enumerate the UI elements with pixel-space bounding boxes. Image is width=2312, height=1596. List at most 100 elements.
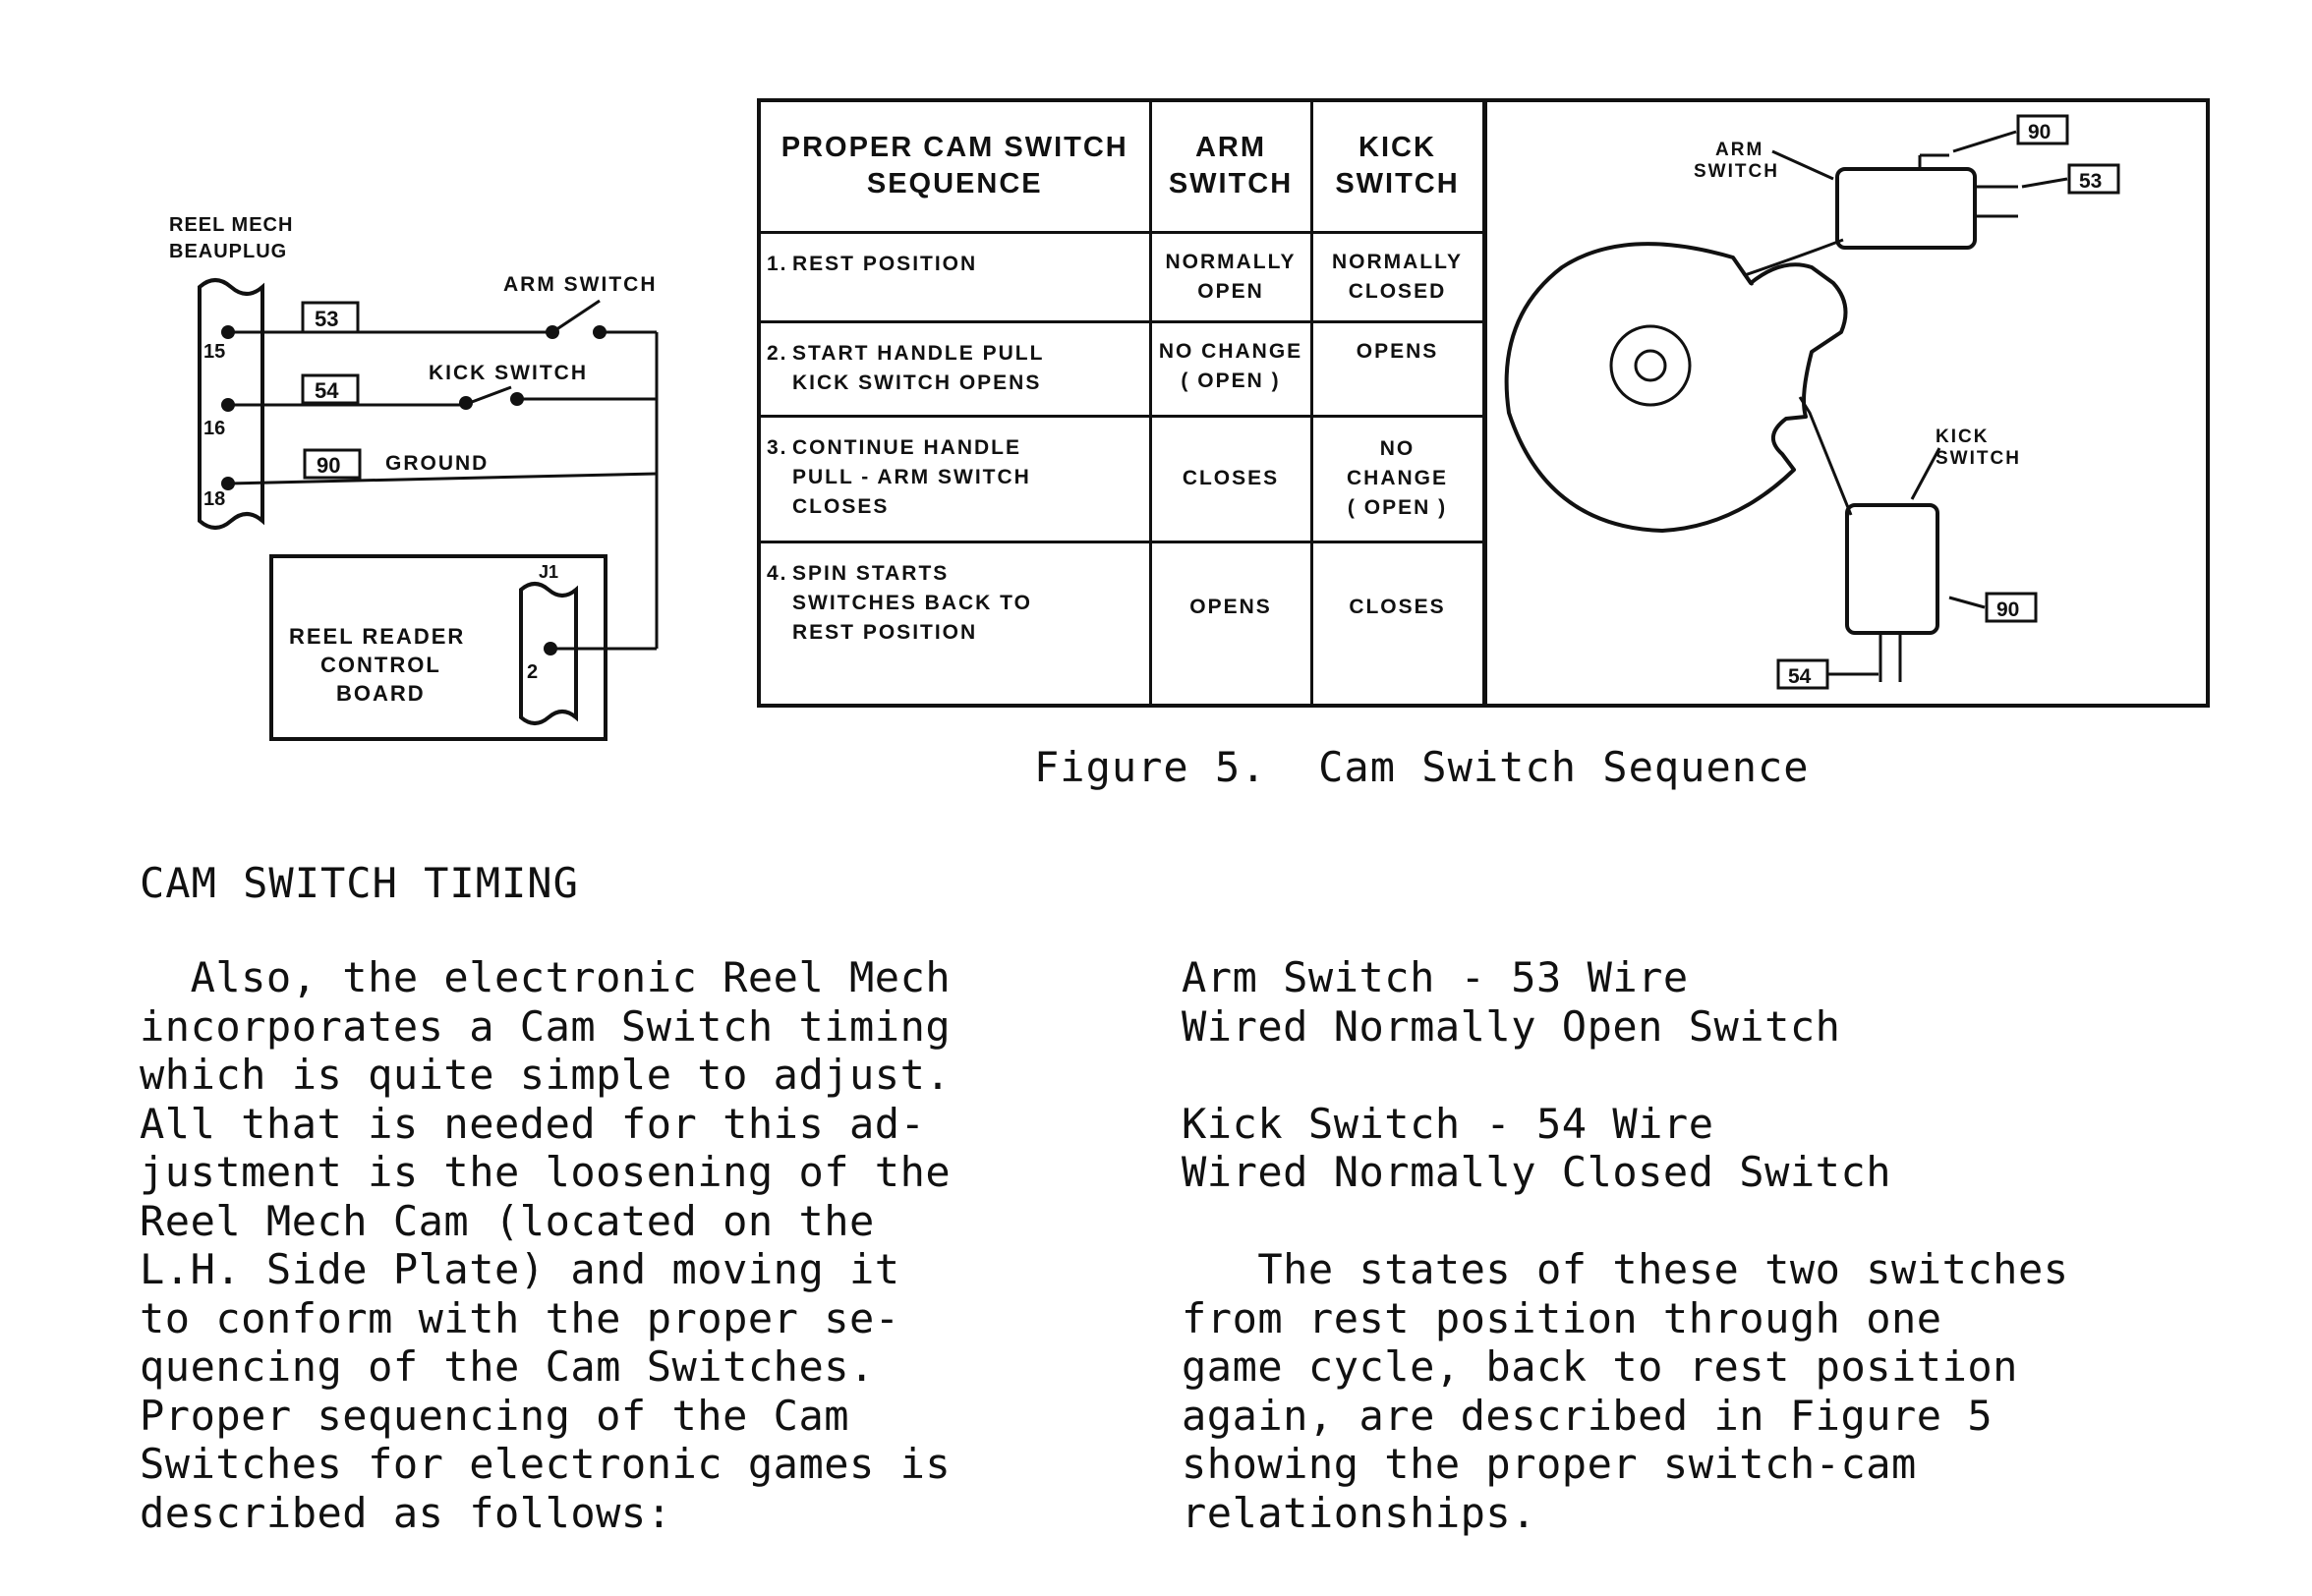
arm-switch-spec-line2: Wired Normally Open Switch <box>1182 1001 1841 1051</box>
kick-switch-contact-b <box>510 392 524 406</box>
board-label-line1: REEL READER <box>289 624 465 649</box>
wire-53-label: 53 <box>315 307 338 331</box>
cam-hub-outer <box>1609 324 1692 407</box>
kick-switch-spec-line1: Kick Switch - 54 Wire <box>1182 1099 1714 1148</box>
plug-label-line2: BEAUPLUG <box>169 241 287 262</box>
arm-switch-spec-line1: Arm Switch - 53 Wire <box>1182 953 1689 1001</box>
kick-label-arrow <box>1910 447 1941 500</box>
left-paragraph: Also, the electronic Reel Mech incorpora… <box>140 953 951 1537</box>
j1-label: J1 <box>539 562 558 582</box>
right-paragraph-line: game cycle, back to rest position <box>1182 1342 2018 1391</box>
left-paragraph-line: Proper sequencing of the Cam <box>140 1391 850 1440</box>
pin-16-label: 16 <box>203 418 225 439</box>
tag-54-label: 54 <box>1788 665 1812 688</box>
section-heading: CAM SWITCH TIMING <box>140 859 579 907</box>
tag-54 <box>1776 658 1829 690</box>
cam-diagram: ARM SWITCH 90 53 KICK SWITCH 90 <box>1504 114 2120 690</box>
arm-state-cell: NO CHANGE( OPEN ) <box>1148 319 1313 418</box>
tag-90-kick-arrow <box>1948 596 1986 609</box>
left-paragraph-line: described as follows: <box>140 1488 672 1537</box>
wire-54-label: 54 <box>315 378 339 403</box>
kick-state-cell: OPENS <box>1309 319 1485 418</box>
left-paragraph-line: Switches for electronic games is <box>140 1440 952 1488</box>
kick-switch-body <box>1845 503 1939 635</box>
left-paragraph-line: Also, the electronic Reel Mech <box>140 953 952 1001</box>
tag-90-arm <box>2016 114 2069 145</box>
right-column: Arm Switch - 53 Wire Wired Normally Open… <box>1182 953 2069 1537</box>
left-paragraph-line: to conform with the proper se- <box>140 1293 900 1342</box>
wiring-schematic: REEL MECH BEAUPLUG 15 16 18 53 ARM SWITC… <box>169 214 659 741</box>
right-paragraph-line: showing the proper switch-cam <box>1182 1440 1917 1488</box>
wire-90 <box>227 472 658 485</box>
arm-state-cell: CLOSES <box>1148 414 1313 543</box>
right-paragraph-line: The states of these two switches <box>1182 1245 2069 1293</box>
left-paragraph-line: justment is the loosening of the <box>140 1148 952 1196</box>
kick-switch-lever <box>1798 396 1853 516</box>
right-paragraph-line: from rest position through one <box>1182 1293 1942 1342</box>
left-paragraph-line: quencing of the Cam Switches. <box>140 1342 875 1391</box>
arm-switch-lever <box>1742 238 1844 286</box>
kick-switch-label: KICK SWITCH <box>429 362 588 384</box>
pin-15-label: 15 <box>203 341 225 363</box>
arm-switch-body <box>1835 167 1977 250</box>
tag-53 <box>2067 163 2120 195</box>
tag-90-arm-label: 90 <box>2028 121 2051 143</box>
wire-90-label: 90 <box>317 453 340 478</box>
arm-state-cell: OPENS <box>1148 540 1313 704</box>
left-paragraph-line: Reel Mech Cam (located on the <box>140 1196 875 1245</box>
wire-53-tag <box>301 301 360 334</box>
cam-kick-switch-label-2: SWITCH <box>1936 448 2021 469</box>
arm-switch-contact-a <box>546 325 559 339</box>
left-paragraph-line: incorporates a Cam Switch timing <box>140 1001 952 1051</box>
tag-90-kick <box>1985 592 2038 623</box>
wire-53 <box>228 299 659 649</box>
wire-54 <box>228 385 657 407</box>
left-paragraph-line: which is quite simple to adjust. <box>140 1051 952 1099</box>
wire-90-tag <box>303 448 362 480</box>
wire-54-tag <box>301 373 360 405</box>
kick-state-cell: CLOSES <box>1309 540 1485 704</box>
tag-90-kick-label: 90 <box>1996 598 2019 621</box>
tag-53-label: 53 <box>2079 170 2102 193</box>
step-cell: 1.REST POSITION <box>761 230 1152 323</box>
plug-label-line1: REEL MECH <box>169 214 293 236</box>
kick-switch-spec-line2: Wired Normally Closed Switch <box>1182 1148 1892 1196</box>
tag-90-arm-arrow <box>1952 130 2017 153</box>
tag-53-arrow <box>2021 177 2068 189</box>
right-paragraph-line: relationships. <box>1182 1488 1537 1537</box>
cam-arm-switch-label-1: ARM <box>1715 140 1763 160</box>
left-paragraph-line: All that is needed for this ad- <box>140 1099 926 1148</box>
left-paragraph-line: L.H. Side Plate) and moving it <box>140 1245 900 1293</box>
ground-label: GROUND <box>385 452 489 475</box>
arm-switch-contact-b <box>593 325 607 339</box>
kick-switch-contact-a <box>459 396 473 410</box>
reel-cam <box>1504 242 1848 533</box>
arm-label-arrow <box>1771 149 1834 181</box>
cam-arm-switch-label-2: SWITCH <box>1694 161 1779 182</box>
j1-pin-label: 2 <box>527 661 538 683</box>
board-label-line3: BOARD <box>336 681 426 706</box>
pin-18-label: 18 <box>203 488 225 510</box>
arm-switch-label: ARM SWITCH <box>503 273 657 296</box>
cam-hub-inner <box>1634 349 1667 382</box>
figure-caption: Figure 5. Cam Switch Sequence <box>1034 743 1810 791</box>
cam-diagram-panel: ARM SWITCH 90 53 KICK SWITCH 90 <box>1483 102 2206 704</box>
cam-kick-switch-label-1: KICK <box>1936 427 1989 447</box>
board-label-line2: CONTROL <box>320 653 441 677</box>
right-paragraph-line: again, are described in Figure 5 <box>1182 1391 1994 1440</box>
